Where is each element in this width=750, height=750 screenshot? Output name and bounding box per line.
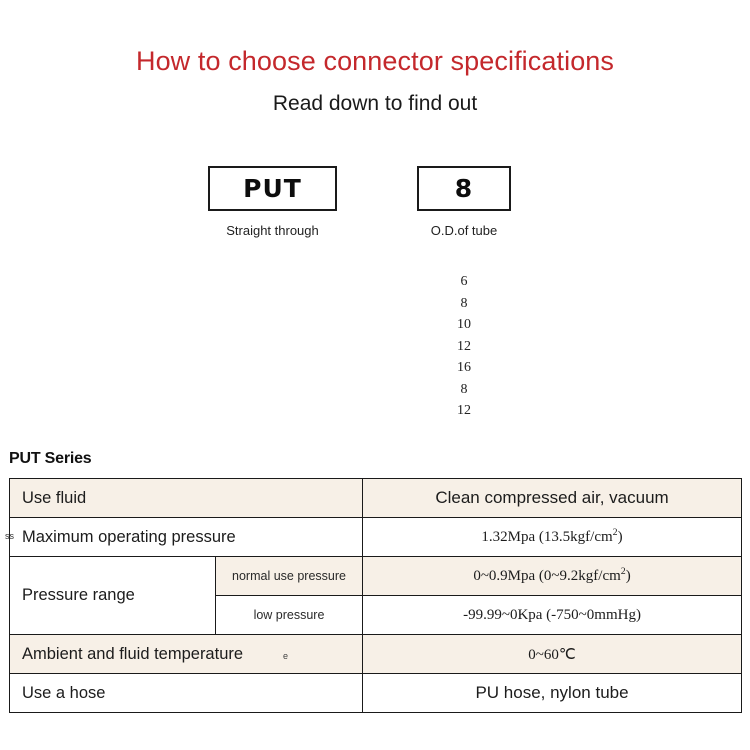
row-sublabel-normal-use-pressure: normal use pressure bbox=[214, 556, 364, 596]
option-item[interactable]: 12 bbox=[457, 403, 471, 418]
option-item[interactable]: 8 bbox=[460, 381, 468, 397]
row-value-tail: ) bbox=[625, 567, 631, 584]
option-item[interactable]: 8 bbox=[460, 295, 468, 311]
tube-od-option-list: 6 8 10 12 16 8 12 bbox=[417, 271, 511, 422]
row-value-text: 0~0.9Mpa (0~9.2kgf/cm bbox=[473, 567, 621, 584]
row-label-use-fluid: Use fluid bbox=[8, 478, 364, 518]
row-label-text: Ambient and fluid temperature bbox=[22, 644, 244, 663]
scan-artifact: ss bbox=[5, 530, 14, 541]
row-value-ambient-fluid-temperature: 0~60℃ bbox=[362, 634, 743, 674]
row-value-normal-use-pressure: 0~0.9Mpa (0~9.2kgf/cm2) bbox=[362, 556, 743, 596]
code-box-series-value: PUT bbox=[243, 174, 302, 203]
page-title: How to choose connector specifications bbox=[135, 46, 615, 76]
table-row: Pressure range normal use pressure 0~0.9… bbox=[9, 556, 743, 635]
row-value-max-operating-pressure: 1.32Mpa (13.5kgf/cm2) bbox=[362, 517, 743, 557]
series-heading: PUT Series bbox=[9, 450, 92, 467]
table-row: Use a hose PU hose, nylon tube bbox=[8, 673, 743, 713]
row-label-text: Maximum operating pressure bbox=[22, 527, 236, 546]
row-value-low-pressure: -99.99~0Kpa (-750~0mmHg) bbox=[362, 595, 743, 635]
option-item[interactable]: 12 bbox=[457, 338, 471, 354]
row-value-tail: ) bbox=[617, 528, 623, 545]
page-subtitle: Read down to find out bbox=[272, 92, 478, 115]
code-group-series: PUT Straight through bbox=[208, 166, 337, 239]
row-label-ambient-fluid-temperature: Ambient and fluid temperature e bbox=[8, 634, 364, 674]
row-label-max-operating-pressure: Maximum operating pressure ss bbox=[5, 517, 364, 557]
code-box-tube-od-value: 8 bbox=[454, 174, 474, 203]
row-value-superscript: 2 bbox=[620, 565, 626, 577]
code-group-tube-od: 8 O.D.of tube bbox=[417, 166, 511, 239]
code-caption-tube-od: O.D.of tube bbox=[430, 223, 498, 238]
row-sublabel-low-pressure: low pressure bbox=[214, 595, 364, 635]
option-item[interactable]: 6 bbox=[460, 274, 468, 289]
row-label-use-a-hose: Use a hose bbox=[8, 673, 364, 713]
specification-table: Use fluid Clean compressed air, vacuum M… bbox=[5, 478, 743, 713]
code-box-series[interactable]: PUT bbox=[208, 166, 337, 211]
code-box-tube-od[interactable]: 8 bbox=[417, 166, 511, 211]
table-row: Maximum operating pressure ss 1.32Mpa (1… bbox=[5, 517, 743, 557]
row-label-pressure-range: Pressure range bbox=[9, 556, 216, 635]
part-number-builder: PUT Straight through 8 O.D.of tube bbox=[0, 166, 750, 246]
code-caption-series: Straight through bbox=[226, 223, 319, 238]
table-row: Use fluid Clean compressed air, vacuum bbox=[8, 478, 743, 518]
scan-artifact: e bbox=[283, 650, 289, 661]
row-value-use-fluid: Clean compressed air, vacuum bbox=[362, 478, 743, 518]
option-item[interactable]: 10 bbox=[457, 317, 471, 332]
table-row: Ambient and fluid temperature e 0~60℃ bbox=[8, 634, 743, 674]
page-header: How to choose connector specifications R… bbox=[0, 44, 750, 117]
row-value-superscript: 2 bbox=[612, 526, 618, 538]
option-item[interactable]: 16 bbox=[457, 360, 471, 375]
row-value-text: 1.32Mpa (13.5kgf/cm bbox=[481, 528, 613, 545]
row-value-use-a-hose: PU hose, nylon tube bbox=[362, 673, 743, 713]
